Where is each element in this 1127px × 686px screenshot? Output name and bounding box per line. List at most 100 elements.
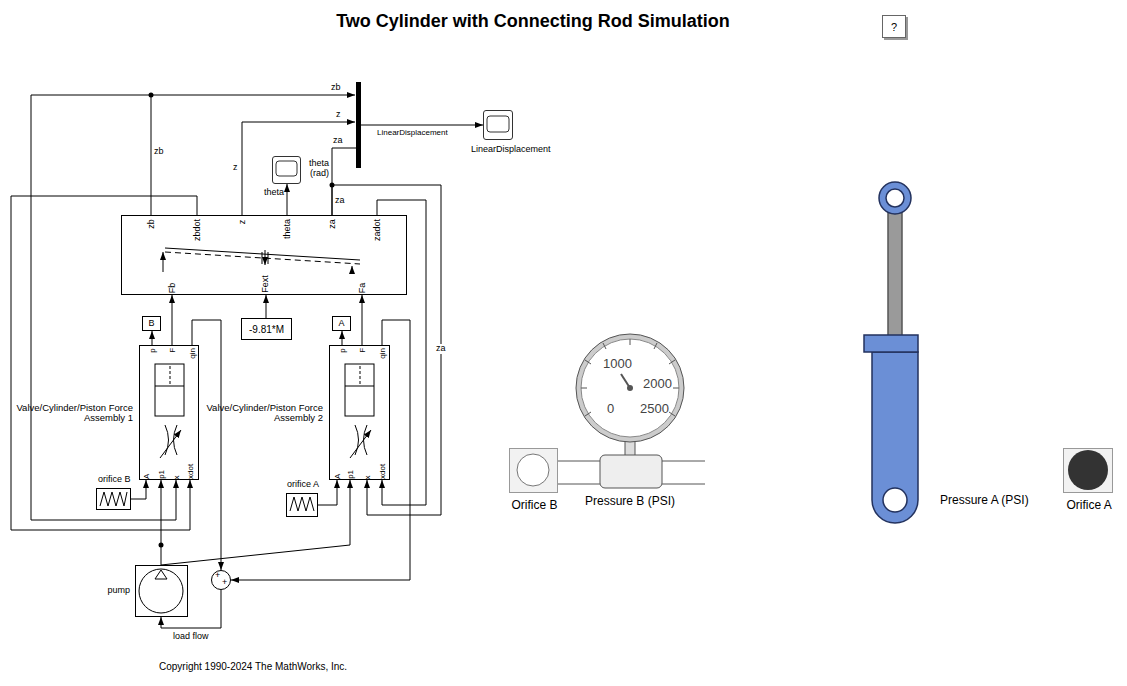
block-label: orifice B	[98, 475, 131, 485]
valve-cylinder-subsystem: pFqinAp1xxdotValve/Cylinder/Piston Force…	[329, 345, 390, 480]
port-label: F	[169, 348, 178, 353]
port-label: Fb	[168, 282, 178, 293]
block-label: +	[222, 578, 227, 588]
port-label: zadot	[373, 219, 383, 241]
block-label: orifice A	[287, 480, 319, 490]
block-label: Valve/Cylinder/Piston Force Assembly 2	[205, 403, 323, 424]
signal-line	[231, 320, 410, 580]
connecting-rod-symbol	[165, 252, 360, 264]
signal-line	[31, 95, 176, 520]
connecting-rod-symbol	[265, 250, 266, 265]
hydraulic-cylinder-illustration	[883, 488, 907, 512]
signal-line	[172, 295, 173, 345]
null	[581, 339, 679, 416]
signal-label: load flow	[172, 632, 210, 642]
port-label: A	[334, 474, 343, 479]
pump-symbol	[139, 569, 183, 613]
scope-block: theta	[272, 156, 301, 184]
signal-line	[161, 590, 221, 628]
signal-generator: orifice A	[286, 493, 318, 517]
scope-screen	[276, 161, 297, 176]
pump-symbol	[155, 570, 167, 579]
connecting-rod-subsystem: zbzbdotzthetazazadotFbFextFa	[121, 215, 407, 295]
diagram-title: Two Cylinder with Connecting Rod Simulat…	[0, 12, 1066, 32]
block-label: pump	[94, 586, 130, 596]
goto-tag: B	[142, 316, 161, 331]
signal-label: theta (rad)	[300, 159, 329, 179]
signal-label: zb	[331, 83, 341, 93]
pressure-gauge	[600, 455, 662, 488]
connecting-rod-symbol	[352, 266, 353, 272]
cylinder-symbol	[165, 425, 177, 455]
copyright-note: Copyright 1990-2024 The MathWorks, Inc.	[159, 661, 347, 672]
signal-generator-symbol	[100, 492, 127, 506]
block-label: 2500	[640, 402, 669, 416]
port-label: F	[359, 348, 368, 353]
block-label: 2000	[643, 377, 672, 391]
pressure-gauge	[558, 334, 705, 488]
signal-line	[266, 295, 267, 318]
cylinder-symbol	[155, 386, 184, 387]
cylinder-symbol	[170, 366, 171, 385]
help-button: ?	[882, 15, 906, 38]
cylinder-illustration: Pressure A (PSI)	[862, 180, 920, 525]
hydraulic-cylinder-illustration	[879, 182, 911, 214]
port-label: xdot	[379, 464, 388, 479]
connecting-rod-symbol	[163, 248, 360, 272]
dashboard-button	[1068, 450, 1108, 490]
block-label: Valve/Cylinder/Piston Force Assembly 1	[15, 403, 133, 424]
goto-tag: A	[332, 316, 351, 331]
signal-line	[152, 331, 153, 345]
cylinder-symbol	[160, 430, 181, 458]
cylinder-symbol	[155, 364, 374, 458]
signal-label: za	[435, 344, 447, 354]
block-label: LinearDisplacement	[471, 145, 551, 155]
signal-label: z	[233, 163, 238, 173]
port-label: zbdot	[193, 219, 203, 241]
block-label: Orifice A	[1067, 499, 1112, 512]
signal-line	[318, 480, 337, 505]
port-label: p1	[158, 470, 167, 479]
port-label: Fa	[358, 282, 368, 293]
block-label: A	[339, 319, 345, 329]
scope-screen	[487, 116, 509, 132]
port-label: p1	[347, 470, 356, 479]
port-label: qin	[378, 348, 387, 359]
block-label: 0	[607, 402, 614, 416]
hydraulic-cylinder-illustration	[864, 182, 918, 523]
scope-block: LinearDisplacement	[483, 110, 513, 140]
cylinder-symbol	[350, 430, 371, 458]
block-label: 1000	[603, 357, 632, 371]
port-label: p	[149, 348, 158, 352]
port-label: x	[364, 475, 373, 479]
port-label: x	[173, 475, 182, 479]
signal-label: z	[336, 110, 341, 120]
port-label: theta	[283, 219, 293, 239]
dashboard-button	[1064, 449, 1112, 492]
mux-input-wire	[151, 95, 355, 96]
pump-symbol	[139, 569, 183, 613]
signal-generator-symbol	[100, 492, 314, 511]
connecting-rod-symbol	[163, 252, 164, 272]
pressure-gauge	[581, 339, 679, 437]
signal-generator-symbol	[290, 497, 314, 511]
signal-line	[161, 480, 350, 565]
block-label: +	[215, 571, 220, 581]
signal-generator: orifice B	[96, 488, 131, 510]
port-label: z	[238, 219, 248, 224]
port-label: zb	[147, 219, 157, 229]
signal-line	[161, 480, 162, 565]
pump-block: pump	[135, 565, 188, 617]
mux-input-wire	[151, 95, 355, 215]
port-label: za	[328, 219, 338, 229]
sum-block: ++	[211, 570, 231, 590]
lamp-indicator: Orifice A	[1063, 448, 1113, 493]
signal-line	[131, 480, 146, 499]
block-label: ?	[891, 21, 897, 33]
port-label: qin	[188, 348, 197, 359]
cylinder-symbol	[345, 364, 374, 416]
block-label: Orifice B	[512, 499, 558, 512]
